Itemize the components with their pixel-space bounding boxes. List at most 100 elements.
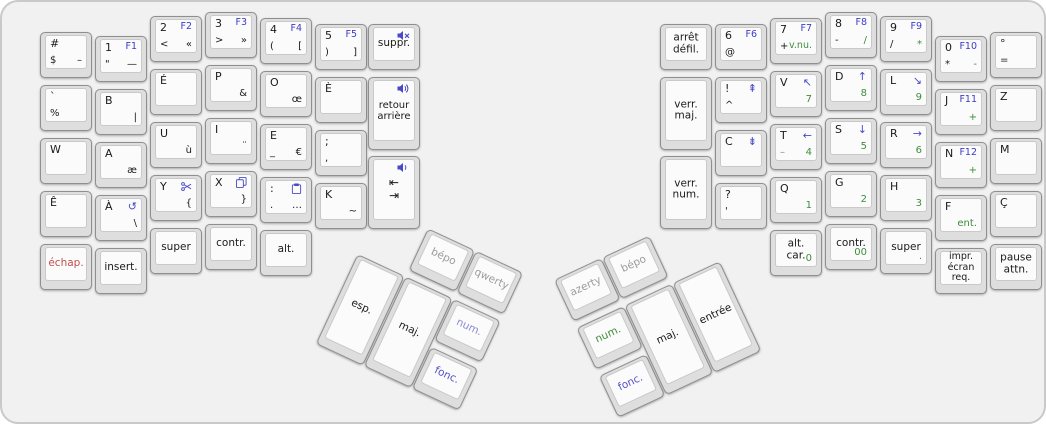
key-apostrophe: ?' — [715, 183, 767, 229]
key-s: S↓5 — [825, 118, 877, 164]
key-4-legend-br: [ — [298, 40, 302, 52]
key-5-legend-tr: F5 — [345, 29, 357, 40]
key-escape-cap: échap. — [45, 247, 87, 281]
key-p-legend-br: & — [239, 87, 247, 99]
key-y-legend-br: { — [185, 197, 192, 209]
key-w-cap: W — [45, 141, 87, 175]
key-h-legend-tl: H — [890, 180, 899, 193]
key-caps-lock-legend-c: verr. maj. — [674, 97, 698, 122]
key-f-legend-br: ent. — [957, 217, 977, 229]
page-down-icon: ⇟ — [747, 135, 757, 148]
key-apostrophe-legend-tl: ? — [725, 188, 731, 201]
key-altgr-legend-br: 0 — [805, 252, 812, 264]
key-apostrophe-legend-bl: ' — [725, 205, 728, 217]
key-alt-left-legend-c: alt. — [277, 243, 295, 256]
key-circumflex-cap: !⇞^ — [720, 80, 762, 114]
key-2-legend-tr: F2 — [180, 21, 192, 32]
key-bepo-left-legend-c: bépo — [429, 245, 458, 268]
key-1-legend-bl: " — [105, 58, 110, 70]
key-j-legend-tr: F11 — [959, 94, 977, 105]
key-s-cap: S↓5 — [830, 121, 872, 155]
key-3-legend-bl: > — [215, 34, 224, 46]
paste-icon — [291, 183, 302, 194]
key-t-legend-br: 4 — [805, 146, 812, 158]
key-e-acute: É — [150, 69, 202, 115]
key-i-legend-br: ¨ — [242, 140, 247, 152]
key-d-cap: D↑8 — [830, 68, 872, 102]
key-ctrl-left-cap: contr. — [210, 227, 252, 261]
undo-icon: ↺ — [127, 200, 137, 213]
key-b-legend-tl: B — [105, 94, 113, 107]
key-delete: suppr. — [368, 24, 420, 70]
key-num-left-cap: num. — [442, 303, 495, 353]
key-1-legend-tr: F1 — [125, 41, 137, 52]
key-y-legend-tl: Y — [160, 180, 167, 193]
key-altgr-legend-c: alt. car. — [786, 237, 806, 261]
key-shift-right-legend-c: maj. — [654, 325, 681, 347]
key-c-legend-tl: C — [725, 135, 733, 148]
key-7-legend-tr: F7 — [800, 23, 812, 34]
key-i: I¨ — [205, 118, 257, 164]
key-n-legend-tl: N — [945, 147, 954, 160]
key-backspace-cap: retour arrière — [373, 80, 415, 141]
key-3-legend-tr: F3 — [235, 17, 247, 28]
key-a-grave-legend-br: \ — [133, 217, 137, 229]
key-insert-cap: insert. — [100, 251, 142, 285]
key-w-legend-tl: W — [50, 143, 61, 156]
key-y: Y{ — [150, 175, 202, 221]
key-r-cap: R→6 — [885, 125, 927, 159]
key-7-legend-bl: + — [780, 40, 789, 52]
key-d-legend-tl: D — [835, 70, 844, 83]
key-8-legend-br: / — [863, 34, 867, 46]
key-f-legend-tl: F — [945, 200, 952, 213]
key-l: L↘9 — [880, 69, 932, 115]
key-p-cap: P& — [210, 68, 252, 102]
key-tab: ⇤ ⇥ — [368, 156, 420, 229]
key-s-legend-br: 5 — [860, 140, 867, 152]
key-s-legend-tl: S — [835, 123, 842, 136]
key-e: E_€ — [260, 124, 312, 170]
key-equals: °= — [990, 32, 1042, 78]
key-r-legend-tl: R — [890, 127, 898, 140]
key-percent-cap: `% — [45, 88, 87, 122]
key-v-legend-tl: V — [780, 76, 788, 89]
end-icon: ↘ — [912, 74, 922, 87]
key-scroll-lock-cap: arrêt défil. — [665, 27, 707, 61]
key-1-legend-br: — — [127, 58, 137, 70]
key-qwerty-cap: qwerty — [464, 255, 518, 305]
key-0-legend-br: - — [973, 58, 977, 70]
key-c: C⇟ — [715, 130, 767, 176]
key-q-legend-br: 1 — [805, 199, 812, 211]
key-scroll-lock: arrêt défil. — [660, 24, 712, 70]
key-circumflex-legend-bl: ^ — [725, 99, 734, 111]
key-fonc-right-legend-c: fonc. — [616, 371, 645, 394]
key-ctrl-right-legend-br: 00 — [854, 246, 867, 258]
key-delete-cap: suppr. — [373, 27, 415, 61]
key-period-legend-br: … — [292, 199, 302, 211]
key-print-screen-cap: impr. écran req. — [940, 251, 982, 285]
key-z-legend-tl: Z — [1000, 90, 1008, 103]
home-icon: ↖ — [802, 76, 812, 89]
key-alt-left-cap: alt. — [265, 233, 307, 267]
key-comma: ;, — [315, 130, 367, 176]
key-4-legend-tr: F4 — [290, 23, 302, 34]
key-3-legend-tl: 3 — [215, 17, 222, 30]
key-o-legend-tl: O — [270, 76, 279, 89]
key-5-legend-br: ] — [353, 46, 357, 58]
